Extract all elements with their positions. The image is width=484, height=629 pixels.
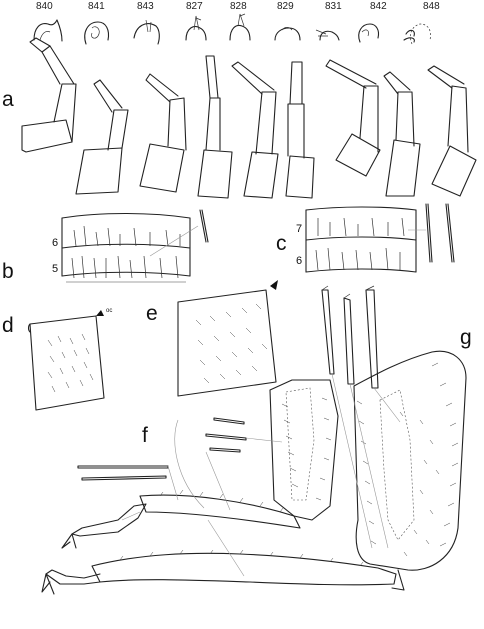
leg-outline [285,61,315,199]
specimen-number: 840 [36,1,53,12]
claw-sketch [358,23,380,43]
leg-outline-row [21,37,477,199]
specimen-number: 843 [137,1,154,12]
leg-outline [197,55,233,199]
specimen-number: 828 [230,1,247,12]
claw-sketch [133,23,160,45]
specimen-number: 848 [423,1,440,12]
seta-detail [445,203,455,263]
segment-label: 7 [296,223,302,235]
specimen-number: 841 [88,1,105,12]
setae-row [315,217,405,271]
segment-label: 6 [296,255,302,267]
specimen-number-row: 840 841 843 827 828 829 831 842 848 [36,1,440,12]
panel-label-b: b [2,260,14,283]
specimen-number: 829 [277,1,294,12]
claw-sketch [410,23,431,45]
leg-outline [21,37,77,153]
leg-outline [383,71,421,197]
leg-drawing-f [61,379,339,549]
claw-sketch [84,21,110,45]
leg-outline [139,73,187,193]
segment-drawing-c: 7 6 [296,203,455,273]
leg-outline [325,59,381,177]
setae-row [71,225,181,279]
arrow-label: oc [106,308,112,314]
specimen-number: 827 [186,1,203,12]
seta-detail [199,209,209,243]
leg-outline [75,79,129,195]
tergite-drawing-d: oc [27,308,112,411]
panel-label-a: a [2,88,14,111]
arrow-icon [96,310,104,316]
panel-label-d: d [2,314,14,337]
seta-detail [425,203,433,263]
specimen-number: 842 [370,1,387,12]
leg-drawing-g [41,350,467,595]
claw-sketch-row [33,13,431,45]
panel-label-e: e [146,302,158,325]
panel-label-g: g [460,326,472,349]
leg-outline [231,61,279,199]
claw-sketch [33,19,63,42]
tergite-drawing-e [177,280,278,397]
panel-label-f: f [142,424,148,447]
panel-label-c: c [276,232,287,255]
leg-outline [427,65,477,197]
specimen-number: 831 [325,1,342,12]
claw-sketch [319,30,340,41]
claw-sketch [185,25,207,41]
segment-label: 6 [52,237,58,249]
setae-detail-g [321,285,379,389]
claw-sketch [229,24,251,41]
segment-drawing-b: 6 5 [52,209,209,283]
arrow-icon [270,280,278,290]
claw-sketch [274,27,301,41]
segment-label: 5 [52,263,58,275]
